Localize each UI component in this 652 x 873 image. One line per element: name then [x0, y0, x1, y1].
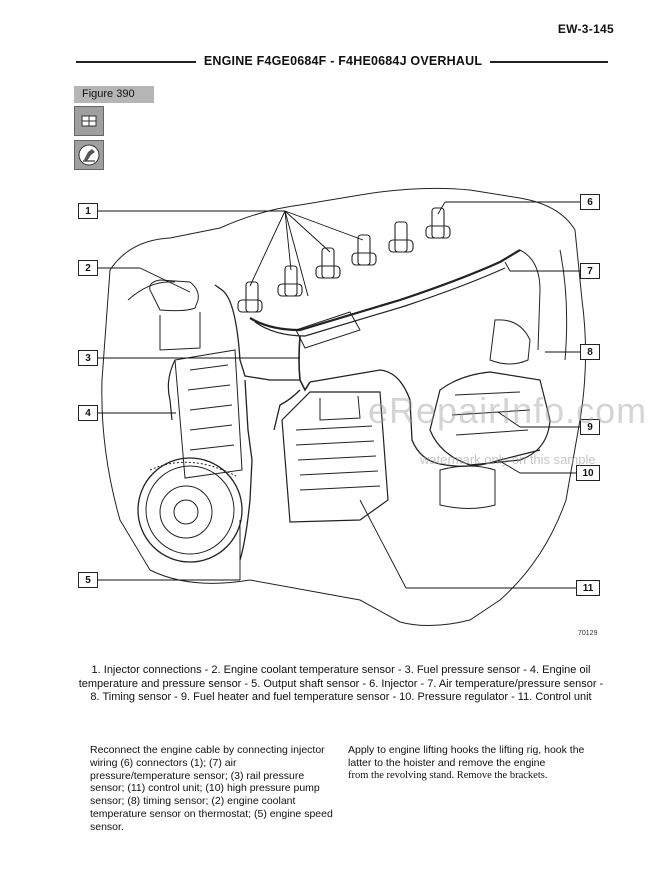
- callout-4: 4: [78, 405, 98, 421]
- callout-11: 11: [576, 580, 600, 596]
- callout-6: 6: [580, 194, 600, 210]
- body-text-right-continued: from the revolving stand. Remove the bra…: [348, 769, 548, 781]
- callout-10: 10: [576, 465, 600, 481]
- callout-5: 5: [78, 572, 98, 588]
- callout-9: 9: [580, 419, 600, 435]
- page-number: EW-3-145: [557, 22, 614, 36]
- watermark-logo: eRepairInfo.com: [368, 390, 648, 431]
- title-rule-right: [490, 61, 608, 63]
- callout-3: 3: [78, 350, 98, 366]
- title-rule-left: [76, 61, 196, 63]
- lifting-tool-icon: [74, 140, 104, 170]
- page-title: ENGINE F4GE0684F - F4HE0684J OVERHAUL: [203, 54, 483, 68]
- assembly-icon: [74, 106, 104, 136]
- callout-1: 1: [78, 203, 98, 219]
- callout-2: 2: [78, 260, 98, 276]
- callout-7: 7: [580, 263, 600, 279]
- watermark-subtitle: watermark only on this sample: [420, 452, 596, 467]
- body-text-right: Apply to engine lifting hooks the liftin…: [348, 744, 585, 769]
- figure-label: Figure 390: [74, 86, 154, 103]
- figure-caption: 1. Injector connections - 2. Engine cool…: [78, 664, 604, 703]
- figure-code: 70129: [578, 630, 598, 637]
- body-text-left: Reconnect the engine cable by connecting…: [90, 744, 333, 833]
- callout-8: 8: [580, 344, 600, 360]
